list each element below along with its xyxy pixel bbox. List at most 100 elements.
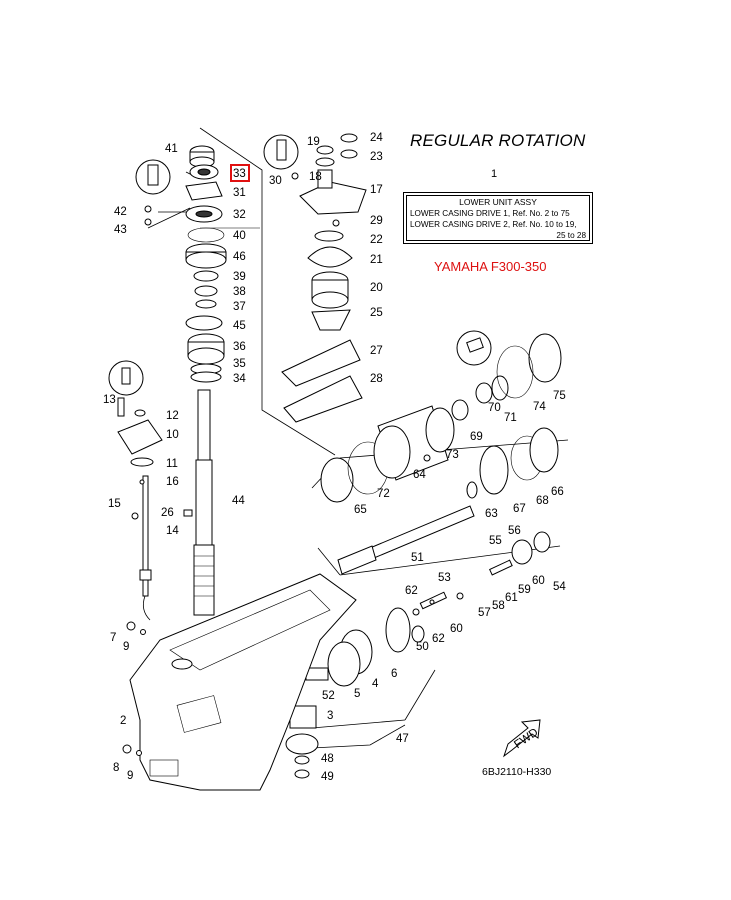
callout-60-b: 60 <box>450 623 463 635</box>
callout-74: 74 <box>533 401 546 413</box>
callout-36: 36 <box>233 341 246 353</box>
legend-inner: LOWER UNIT ASSY LOWER CASING DRIVE 1, Re… <box>406 195 590 241</box>
callout-9-b: 9 <box>127 770 133 782</box>
callout-10: 10 <box>166 429 179 441</box>
callout-25: 25 <box>370 307 383 319</box>
callout-55: 55 <box>489 535 502 547</box>
callout-61: 61 <box>505 592 518 604</box>
callout-5: 5 <box>354 688 360 700</box>
callout-29: 29 <box>370 215 383 227</box>
callout-48: 48 <box>321 753 334 765</box>
diagram-title: REGULAR ROTATION <box>410 131 586 150</box>
highlighted-part-frame <box>230 164 250 182</box>
callout-54: 54 <box>553 581 566 593</box>
fwd-arrow: FWD <box>503 719 541 758</box>
callout-21: 21 <box>370 254 383 266</box>
callout-45: 45 <box>233 320 246 332</box>
callout-58: 58 <box>492 600 505 612</box>
driveshaft-parts-stack <box>185 145 227 383</box>
callout-73: 73 <box>446 449 459 461</box>
callout-42: 42 <box>114 206 127 218</box>
callout-62-b: 62 <box>432 633 445 645</box>
callout-6: 6 <box>391 668 397 680</box>
legend-ref-number: 1 <box>491 168 498 180</box>
callout-53: 53 <box>438 572 451 584</box>
callout-17: 17 <box>370 184 383 196</box>
fasteners <box>122 172 464 756</box>
water-pump-group <box>281 133 367 423</box>
callout-4: 4 <box>372 678 379 690</box>
callout-16: 16 <box>166 476 179 488</box>
shift-rod <box>139 475 152 621</box>
model-label: YAMAHA F300-350 <box>434 259 547 274</box>
callout-41: 41 <box>165 143 178 155</box>
callout-8: 8 <box>113 762 119 774</box>
callout-39: 39 <box>233 271 246 283</box>
callout-40: 40 <box>233 230 246 242</box>
legend-line-1: LOWER CASING DRIVE 1, Ref. No. 2 to 75 <box>410 209 570 218</box>
clutch-parts <box>285 531 551 779</box>
callout-60: 60 <box>532 575 545 587</box>
propeller-shaft <box>337 505 475 575</box>
callout-46: 46 <box>233 251 246 263</box>
callout-70: 70 <box>488 402 501 414</box>
callout-51: 51 <box>411 552 424 564</box>
legend-heading: LOWER UNIT ASSY <box>459 197 537 207</box>
driveshaft <box>193 389 215 616</box>
propshaft-housing-group <box>320 333 562 503</box>
callout-19: 19 <box>307 136 320 148</box>
callout-34: 34 <box>233 373 246 385</box>
legend-line-2: LOWER CASING DRIVE 2, Ref. No. 10 to 19, <box>410 220 577 229</box>
callout-38: 38 <box>233 286 246 298</box>
callout-65: 65 <box>354 504 367 516</box>
callout-27: 27 <box>370 345 383 357</box>
callout-62: 62 <box>405 585 418 597</box>
callout-26: 26 <box>161 507 174 519</box>
callout-12: 12 <box>166 410 179 422</box>
callout-49: 49 <box>321 771 334 783</box>
callout-44: 44 <box>232 495 245 507</box>
callout-68: 68 <box>536 495 549 507</box>
shift-bracket <box>117 397 163 467</box>
callout-14: 14 <box>166 525 179 537</box>
callout-13: 13 <box>103 394 116 406</box>
callout-66: 66 <box>551 486 564 498</box>
callout-2: 2 <box>120 715 126 727</box>
grease-callouts <box>108 134 492 396</box>
callout-43: 43 <box>114 224 127 236</box>
callout-3: 3 <box>327 710 333 722</box>
callout-75: 75 <box>553 390 566 402</box>
callout-37: 37 <box>233 301 246 313</box>
callout-35: 35 <box>233 358 246 370</box>
callout-15: 15 <box>108 498 121 510</box>
callout-52: 52 <box>322 690 335 702</box>
callout-7: 7 <box>110 632 116 644</box>
legend-line-3: 25 to 28 <box>556 231 586 240</box>
lower-casing <box>129 573 357 791</box>
callout-18: 18 <box>309 171 322 183</box>
callout-59: 59 <box>518 584 531 596</box>
callout-67: 67 <box>513 503 526 515</box>
callout-47: 47 <box>396 733 409 745</box>
callout-24: 24 <box>370 132 383 144</box>
callout-69: 69 <box>470 431 483 443</box>
callout-64: 64 <box>413 469 426 481</box>
callout-30: 30 <box>269 175 282 187</box>
callout-22: 22 <box>370 234 383 246</box>
callout-32: 32 <box>233 209 246 221</box>
callout-72: 72 <box>377 488 390 500</box>
callout-33: 33 <box>233 168 246 180</box>
callout-57: 57 <box>478 607 491 619</box>
callout-56: 56 <box>508 525 521 537</box>
callout-labels: 41 33 31 42 32 43 40 46 39 38 37 45 36 3… <box>103 132 566 783</box>
callout-28: 28 <box>370 373 383 385</box>
legend-box: LOWER UNIT ASSY LOWER CASING DRIVE 1, Re… <box>403 192 593 244</box>
callout-31: 31 <box>233 187 246 199</box>
callout-63: 63 <box>485 508 498 520</box>
callout-23: 23 <box>370 151 383 163</box>
callout-11: 11 <box>166 458 178 470</box>
callout-9: 9 <box>123 641 129 653</box>
callout-71: 71 <box>504 412 517 424</box>
callout-20: 20 <box>370 282 383 294</box>
